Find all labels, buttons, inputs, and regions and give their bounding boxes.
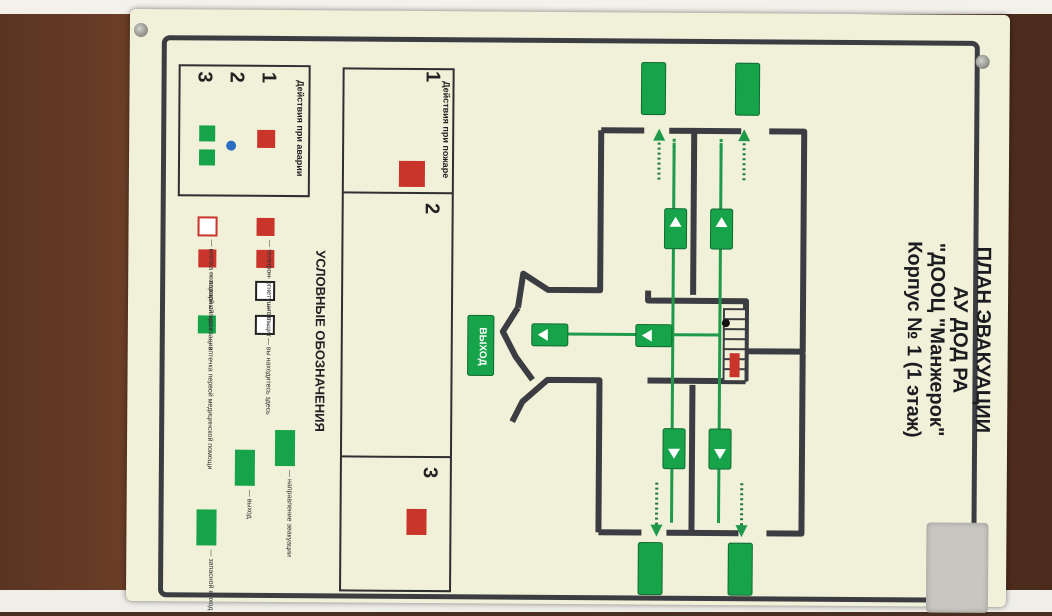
title-line-2: АУ ДОД РА [947, 195, 972, 485]
legend-heading: УСЛОВНЫЕ ОБОЗНАЧЕНИЯ [312, 250, 328, 432]
evacuation-arrow-icon [636, 324, 672, 346]
fire-extinguisher-icon [406, 509, 426, 535]
wall [518, 130, 601, 309]
exit-sign-icon [641, 63, 665, 115]
evacuation-plan-sign: ПЛАН ЭВАКУАЦИИ АУ ДОД РА "ДООЦ "Манжерок… [126, 9, 1010, 607]
exit-sign-icon [235, 450, 255, 486]
evacuation-arrow-icon [532, 324, 568, 346]
you-are-here-icon [722, 319, 730, 327]
accident-step-1: 1 [257, 72, 280, 83]
fire-step-1: 1 [421, 71, 444, 82]
accident-step-2: 2 [225, 72, 248, 83]
evacuation-arrow-icon [709, 429, 731, 469]
exit-sign-icon [638, 542, 662, 594]
legend-item-direction: — направление эвакуации [285, 470, 293, 557]
evacuation-arrow-icon [710, 209, 732, 249]
plan-title: ПЛАН ЭВАКУАЦИИ АУ ДОД РА "ДООЦ "Манжерок… [827, 194, 1052, 486]
inventory-sticker [926, 523, 989, 613]
fire-alarm-button-icon [198, 217, 216, 235]
evacuation-arrow-icon [664, 209, 686, 249]
legend-item-here: — вы находитесь здесь [264, 338, 272, 415]
legend-item-hydrant: — пожарный кран [207, 271, 214, 330]
reserve-exit-icon [196, 509, 216, 545]
phone-icon [399, 161, 425, 187]
legend-item-firstaid: — аптечка первой медицинской помощи [206, 337, 214, 469]
phone-icon [257, 130, 275, 148]
title-line-1: ПЛАН ЭВАКУАЦИИ [970, 195, 995, 485]
accident-actions-title: Действия при аварии [295, 80, 306, 176]
legend-item-panel: — эл. щит [265, 304, 272, 337]
title-line-3: "ДООЦ "Манжерок" [924, 194, 949, 484]
legend-item-reserve: — запасной выход [207, 549, 214, 610]
exit-sign-icon [728, 543, 752, 595]
exit-label: ВЫХОД [477, 327, 488, 365]
title-line-4: Корпус № 1 (1 этаж) [901, 194, 926, 484]
first-aid-icon [199, 125, 215, 141]
evacuation-direction-icon [275, 430, 295, 466]
legend-item-exit: — выход [246, 490, 253, 519]
water-icon [226, 141, 236, 151]
phone-icon [256, 218, 274, 236]
fire-actions-title: Действия при пожаре [441, 81, 452, 178]
fire-step-2: 2 [420, 203, 443, 214]
exit-sign-icon [735, 63, 759, 115]
fire-step-3: 3 [418, 467, 441, 478]
fire-equipment-icon [730, 353, 740, 377]
exit-sign-icon [199, 149, 215, 165]
accident-step-3: 3 [193, 71, 216, 82]
